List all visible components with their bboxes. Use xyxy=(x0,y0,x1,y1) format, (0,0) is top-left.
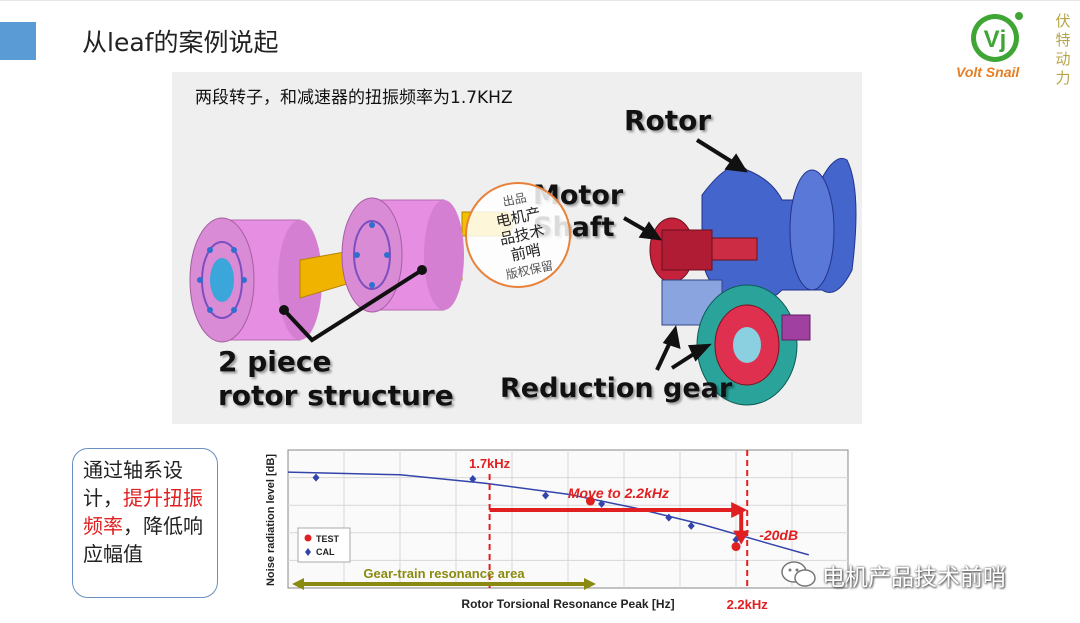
chart-label-1-7khz: 1.7kHz xyxy=(469,456,511,471)
legend-test-label: TEST xyxy=(316,534,340,544)
watermark-stamp xyxy=(465,182,571,288)
brand-name-cn: 伏特动力 xyxy=(1055,12,1071,87)
wechat-icon xyxy=(781,561,816,587)
label-two-piece-line1: 2 piece xyxy=(218,345,332,378)
cal-point xyxy=(469,474,477,483)
shaft-arrow xyxy=(623,216,663,241)
brand-logo: Vj xyxy=(971,12,1023,62)
callout-text-before: 通过轴系设计， xyxy=(83,458,183,510)
callout-highlight: 提升扭振频率 xyxy=(83,486,203,538)
cal-point xyxy=(665,513,673,522)
chart-label-2-2khz: 2.2kHz xyxy=(727,597,769,612)
callout-text-after: ，降低响应幅值 xyxy=(83,514,203,566)
rotor-mesh xyxy=(701,158,857,304)
rotor-arrow xyxy=(695,138,748,173)
cal-point xyxy=(312,473,320,482)
label-two-piece-line2: rotor structure xyxy=(218,379,454,412)
logo-letters: Vj xyxy=(984,26,1007,53)
rotor-piece-right xyxy=(341,197,464,313)
chart-test-series xyxy=(585,496,741,552)
chart-down-arrow xyxy=(733,510,750,545)
chart-ylabel: Noise radiation level [dB] xyxy=(265,454,277,586)
cal-point xyxy=(598,499,606,508)
slide-subtitle: 两段转子，和减速器的扭振频率为1.7KHZ xyxy=(195,88,513,108)
slide-title: 从leaf的案例说起 xyxy=(82,28,279,57)
chart-xlabel: Rotor Torsional Resonance Peak [Hz] xyxy=(461,597,674,611)
chart-annotation-area: Gear-train resonance area xyxy=(363,566,525,581)
label-reduction-gear: Reduction gear xyxy=(500,373,733,404)
down-arrow-head xyxy=(733,530,750,545)
cal-point xyxy=(687,521,695,530)
two-piece-pointer xyxy=(282,268,424,343)
motor-assembly-illustration xyxy=(189,138,857,406)
label-rotor: Rotor xyxy=(624,104,712,137)
test-point xyxy=(731,542,741,552)
test-point xyxy=(585,496,595,506)
chart-annotation-move: Move to 2.2kHz xyxy=(568,485,669,501)
legend-cal-label: CAL xyxy=(316,547,335,557)
chart-legend: TEST CAL xyxy=(297,527,351,563)
top-rule xyxy=(0,0,1080,1)
label-two-piece-rotor: 2 piece rotor structure xyxy=(218,345,454,413)
legend-test-marker xyxy=(304,534,312,542)
chart-area-arrow xyxy=(292,578,596,590)
area-arrow-right xyxy=(584,578,596,590)
legend-cal-marker xyxy=(305,548,311,556)
title-accent-bar xyxy=(0,22,36,60)
chart-annotation-reduction: -20dB xyxy=(759,527,798,543)
rotor-piece-left xyxy=(189,217,322,343)
wechat-account-name: 电机产品技术前哨 xyxy=(822,565,1006,591)
motor-shaft-mesh xyxy=(649,217,758,283)
area-arrow-left xyxy=(292,578,304,590)
callout-box: 通过轴系设计，提升扭振频率，降低响应幅值 xyxy=(72,448,218,598)
resonance-chart: 1.7kHz 2.2kHz Move to 2.2kHz -20dB Gear-… xyxy=(258,438,858,623)
gear-arrows xyxy=(655,325,712,371)
cal-point xyxy=(542,491,550,500)
brand-name-en: Volt Snail xyxy=(956,64,1020,80)
